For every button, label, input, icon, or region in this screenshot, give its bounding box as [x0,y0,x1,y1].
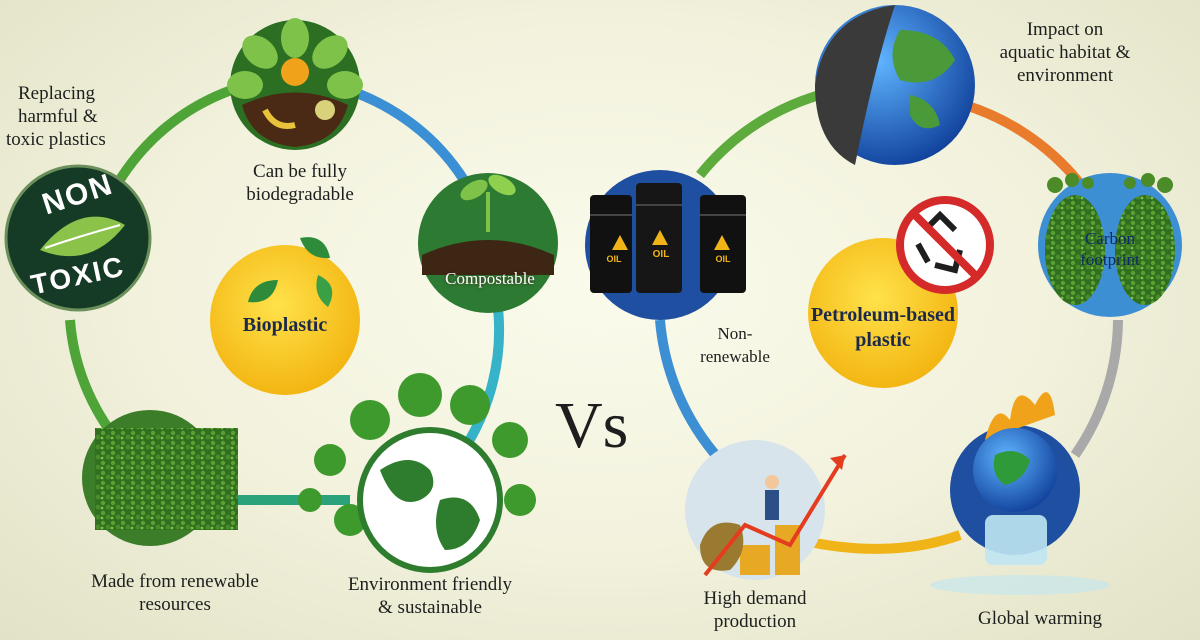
label-compostable: Compostable [445,269,535,288]
barrel-text: OIL [652,249,670,260]
label-renewable-resources: Made from renewable resources [91,571,259,615]
petroleum-title-line1: Petroleum-based [810,304,956,326]
barrel-text: OIL [606,254,622,264]
carbon-footprint-icon [1038,173,1182,317]
no-recycle-icon [896,196,994,294]
label-non-renewable: Non- renewable [700,324,770,366]
high-demand-icon [685,440,847,580]
recycle-leaf-icon [248,237,333,307]
versus-label: Vs [555,389,629,462]
compostable-icon [418,173,558,313]
petroleum-title-line2: plastic [855,329,911,351]
moss-resource-icon [82,410,238,546]
non-toxic-badge-icon [4,164,152,312]
label-carbon-footprint: Carbon footprint [1080,229,1140,269]
barrel-text: OIL [715,254,731,264]
ring-segment [1070,319,1123,458]
ring-segment [798,530,962,554]
label-replacing: Replacing harmful & toxic plastics [6,83,106,150]
melting-earth-icon [930,392,1110,595]
eco-globe-tree-icon [298,373,536,573]
biodegradable-icon [227,18,363,150]
ring-segment [655,319,724,464]
label-environment-friendly: Environment friendly & sustainable [347,574,513,618]
label-global-warming: Global warming [977,608,1102,629]
label-aquatic-impact: Impact on aquatic habitat & environment [999,19,1131,86]
label-biodegradable: Can be fully biodegradable [246,161,354,205]
label-high-demand: High demand production [703,588,807,632]
polluted-earth-icon [815,5,975,165]
oil-barrels-icon [585,170,746,320]
bioplastic-title: Bioplastic [242,314,328,336]
